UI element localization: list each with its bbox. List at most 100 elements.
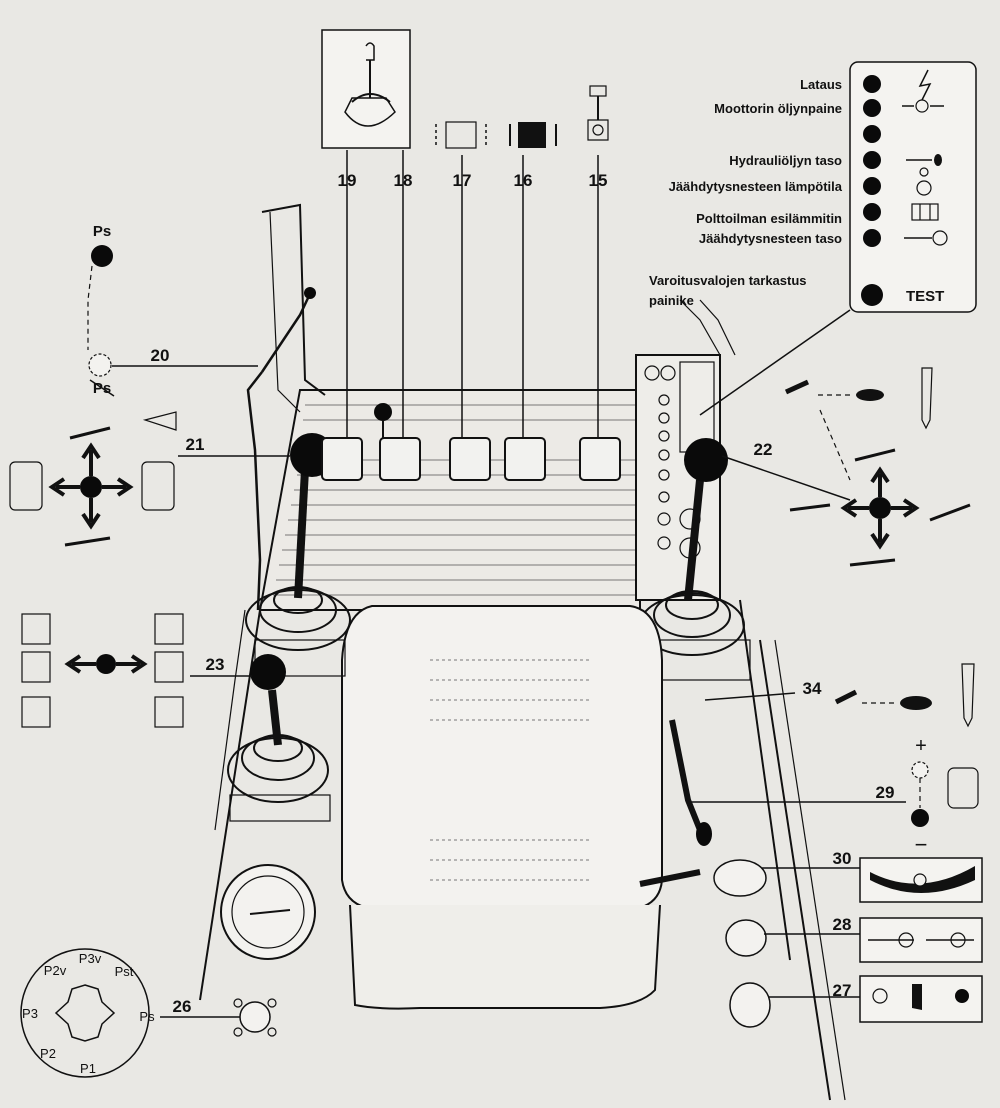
gear-pos-p2: P2 — [40, 1046, 56, 1061]
callout-22: 22 — [754, 440, 773, 459]
park-brake-off-dot — [88, 353, 112, 377]
oil-drop-arrows-icon — [902, 99, 944, 113]
engine-speed-selector-34 — [704, 663, 975, 728]
seat-adjust-handle-30[interactable] — [639, 859, 767, 897]
lamp-hydraulic-oil — [863, 151, 881, 169]
pedal-17-icon — [435, 121, 487, 149]
pedal-lock-knob[interactable] — [374, 403, 392, 421]
lamp-label-hydraulic-oil: Hydrauliöljyn taso — [729, 153, 842, 168]
callout-30: 30 — [833, 849, 852, 868]
arrow-down-icon — [81, 498, 101, 530]
turtle-icon — [900, 696, 932, 710]
lamp-label-coolant-temp: Jäähdytysnesteen lämpötila — [669, 179, 843, 194]
callout-18: 18 — [394, 171, 413, 190]
lamp-coolant-temp — [863, 177, 881, 195]
pump-icon — [961, 663, 975, 728]
pump-icon — [921, 367, 933, 430]
pedals — [321, 403, 621, 481]
pedal-19[interactable] — [321, 437, 363, 481]
joystick-23-pattern — [21, 613, 252, 728]
lamp-label-charging: Lataus — [800, 77, 842, 92]
lamp-label-preheater: Polttoilman esilämmitin — [696, 211, 842, 226]
lever-icon — [69, 426, 111, 440]
park-brake-label-top: Ps — [93, 223, 111, 240]
arrow-right-icon — [116, 654, 148, 674]
boom-cylinder-icon — [141, 461, 175, 511]
lamp-spare — [863, 125, 881, 143]
weight-scale-icon — [870, 866, 975, 893]
pressure-gauge — [220, 864, 316, 960]
arrow-down-icon — [870, 519, 890, 550]
pedal-15[interactable] — [579, 437, 621, 481]
gear-pos-p1: P1 — [80, 1061, 96, 1076]
outrigger-icon — [21, 613, 51, 645]
callout-19: 19 — [338, 171, 357, 190]
fluid-drop-icon — [906, 154, 942, 166]
callout-29: 29 — [876, 783, 895, 802]
arrow-left-icon — [840, 498, 869, 518]
joystick-22-knob[interactable] — [684, 438, 728, 482]
operator-seat — [341, 605, 663, 1010]
joystick-22-pattern — [721, 367, 971, 567]
knob-28[interactable] — [725, 919, 767, 957]
control-27 — [768, 975, 983, 1023]
lamp-label-oil-pressure: Moottorin öljynpaine — [714, 101, 842, 116]
gear-pos-p2v: P2v — [44, 963, 67, 978]
outrigger-icon — [21, 651, 51, 683]
callout-26: 26 — [173, 997, 192, 1016]
parking-brake-lever-20[interactable] — [246, 287, 316, 611]
test-caption-line2: painike — [649, 293, 694, 308]
right-joystick-22[interactable] — [684, 438, 728, 482]
left-joystick-23[interactable] — [227, 654, 331, 822]
callout-28: 28 — [833, 915, 852, 934]
seat-tilt-icon — [912, 984, 922, 1010]
callout-23: 23 — [206, 655, 225, 674]
gear-pos-p3: P3 — [22, 1006, 38, 1021]
fuel-pump-icon — [947, 767, 979, 809]
callout-27: 27 — [833, 981, 852, 1000]
throttle-minus: − — [915, 832, 928, 857]
test-caption-line1: Varoitusvalojen tarkastus — [649, 273, 807, 288]
lamp-oil-pressure — [863, 99, 881, 117]
arrow-left-icon — [64, 654, 96, 674]
boom-cylinder-icon — [9, 461, 43, 511]
joystick-21-pattern — [9, 411, 290, 547]
rabbit-icon — [834, 689, 858, 705]
cancel-slash-icon — [89, 379, 115, 397]
bucket-icon — [344, 97, 396, 127]
lightning-icon — [918, 69, 932, 101]
gear-selector-26[interactable] — [233, 998, 277, 1037]
arrow-right-icon — [891, 498, 920, 518]
pedal-17[interactable] — [449, 437, 491, 481]
pedal-18[interactable] — [379, 437, 421, 481]
park-brake-on-dot — [91, 245, 113, 267]
throttle-plus: + — [915, 735, 927, 757]
outrigger-icon — [154, 696, 184, 728]
pedal-leader-lines — [346, 150, 599, 438]
test-button[interactable] — [861, 284, 883, 306]
control-28 — [764, 917, 983, 963]
gear-pos-ps: Ps — [139, 1009, 155, 1024]
throttle-indicator-29: + − — [690, 735, 979, 857]
bucket-lever-icon — [854, 448, 896, 462]
arrow-up-icon — [870, 466, 890, 497]
pedal-16-icon — [509, 122, 557, 148]
throttle-lever-29[interactable] — [669, 719, 712, 846]
warning-lamp-panel: TEST — [849, 61, 977, 313]
arrow-up-icon — [81, 442, 101, 476]
joystick-23-knob[interactable] — [250, 654, 286, 690]
park-brake-symbol: Ps Ps — [87, 223, 258, 397]
warning-lamp-labels: Lataus Moottorin öljynpaine Hydrauliöljy… — [649, 77, 851, 416]
arrow-left-icon — [48, 477, 80, 497]
gear-pos-p3v: P3v — [79, 951, 102, 966]
pedal-16[interactable] — [504, 437, 546, 481]
outrigger-icon — [154, 651, 184, 683]
rotate-arrow-icon — [351, 93, 391, 103]
seat-suspension-30 — [762, 857, 983, 903]
bucket-lever-icon — [929, 503, 971, 522]
callout-21: 21 — [186, 435, 205, 454]
turtle-icon — [856, 389, 884, 401]
callout-16: 16 — [514, 171, 533, 190]
knob-27[interactable] — [729, 982, 771, 1028]
